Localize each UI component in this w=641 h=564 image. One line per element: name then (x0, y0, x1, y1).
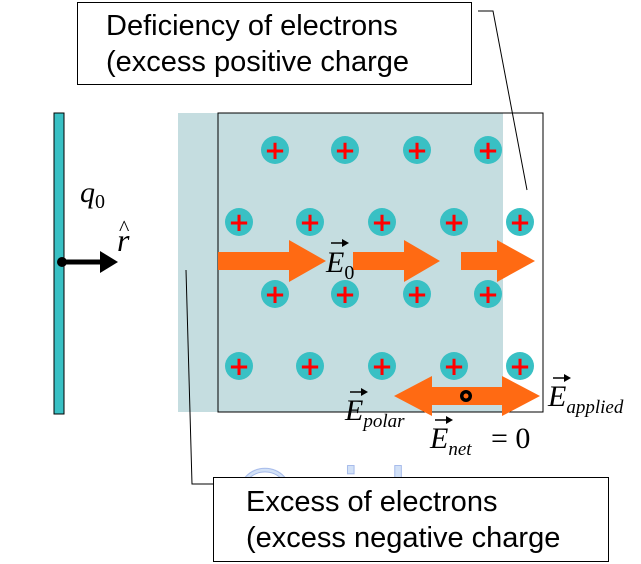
ion-lattice: + + + + + + + + + + + + + + + + + + (225, 136, 534, 382)
positive-ion-sign: + (443, 208, 465, 238)
positive-ion-body (506, 208, 534, 236)
positive-ion-sign: + (443, 352, 465, 382)
field-applied-subscript: applied (566, 397, 623, 418)
field-arrows-e0 (218, 240, 535, 282)
callout-deficiency: Deficiency of electrons (excess positive… (77, 2, 472, 85)
positive-ion-body (474, 280, 502, 308)
positive-ion: + (331, 136, 359, 166)
positive-ion-body (440, 352, 468, 380)
field-polar-vector-tip (361, 388, 368, 396)
field-applied-vector-tip (564, 374, 571, 382)
field-arrow-e0-3 (461, 240, 535, 282)
positive-ion-body (296, 352, 324, 380)
positive-ion-sign: + (334, 136, 356, 166)
positive-ion-body (506, 352, 534, 380)
positive-ion: + (225, 208, 253, 238)
field-e0-vector-tip (342, 239, 349, 247)
positive-ion: + (331, 280, 359, 310)
callout-excess-line2: (excess negative charge (246, 522, 561, 554)
field-polar-symbol: Epolar (344, 394, 405, 432)
field-e0-subscript: 0 (344, 262, 354, 284)
positive-ion-body (474, 136, 502, 164)
positive-ion: + (368, 352, 396, 382)
positive-ion: + (225, 352, 253, 382)
callout-deficiency-line1: Deficiency of electrons (106, 10, 398, 42)
positive-ion-body (403, 136, 431, 164)
charge-label: q0 (80, 176, 105, 213)
positive-ion-body (440, 208, 468, 236)
positive-ion-body (261, 280, 289, 308)
positive-ion-sign: + (406, 280, 428, 310)
field-arrow-polar (394, 376, 466, 416)
field-e0-label: E0 (325, 239, 354, 284)
positive-ion-body (296, 208, 324, 236)
unit-vector-hat: ^ (119, 215, 130, 240)
positive-ion-body (368, 208, 396, 236)
positive-ion-sign: + (228, 352, 250, 382)
positive-ion-body (331, 136, 359, 164)
field-net-label: Enet = 0 (429, 416, 530, 460)
positive-ion: + (261, 136, 289, 166)
positive-ion: + (296, 208, 324, 238)
positive-ion: + (506, 352, 534, 382)
positive-ion-sign: + (264, 136, 286, 166)
field-applied-symbol: Eapplied (547, 380, 624, 418)
field-net-value: = 0 (491, 422, 530, 455)
positive-ion-body (368, 352, 396, 380)
positive-ion: + (474, 280, 502, 310)
positive-ion-body (225, 208, 253, 236)
field-arrow-applied (466, 376, 540, 416)
field-arrow-e0-1 (218, 240, 326, 282)
callout-excess-line1: Excess of electrons (246, 486, 498, 518)
unit-vector-label: r (117, 222, 130, 258)
positive-ion-body (261, 136, 289, 164)
callout-deficiency-line2: (excess positive charge (106, 46, 410, 78)
positive-ion-sign: + (264, 280, 286, 310)
positive-ion-sign: + (509, 208, 531, 238)
positive-ion: + (440, 352, 468, 382)
field-net-vector-tip (446, 416, 453, 424)
field-applied-label: Eapplied (547, 374, 624, 418)
positive-ion-sign: + (477, 280, 499, 310)
positive-ion-sign: + (334, 280, 356, 310)
field-net-symbol: Enet (429, 422, 472, 460)
positive-ion: + (296, 352, 324, 382)
field-e0-symbol: E0 (325, 246, 354, 284)
positive-ion-sign: + (371, 352, 393, 382)
field-polar-subscript: polar (361, 411, 405, 432)
positive-ion-sign: + (406, 136, 428, 166)
positive-ion-sign: + (299, 352, 321, 382)
positive-ion-sign: + (228, 208, 250, 238)
unit-vector-arrowhead (100, 251, 118, 273)
positive-ion-body (403, 280, 431, 308)
positive-ion: + (261, 280, 289, 310)
charge-subscript: 0 (95, 191, 105, 213)
positive-ion-body (225, 352, 253, 380)
positive-ion-sign: + (509, 352, 531, 382)
callout-excess: Excess of electrons (excess negative cha… (213, 477, 609, 562)
positive-ion-sign: + (299, 208, 321, 238)
leader-line-bottom (185, 269, 213, 485)
field-polar-label: Epolar (344, 388, 405, 432)
positive-ion-sign: + (371, 208, 393, 238)
positive-ion: + (368, 208, 396, 238)
positive-ion: + (474, 136, 502, 166)
positive-ion-sign: + (477, 136, 499, 166)
positive-ion: + (403, 280, 431, 310)
positive-ion: + (403, 136, 431, 166)
positive-ion-body (331, 280, 359, 308)
leader-line-top (478, 10, 528, 191)
test-point-center (463, 393, 469, 399)
field-net-subscript: net (448, 439, 472, 460)
positive-ion: + (506, 208, 534, 238)
field-arrow-e0-2 (353, 240, 440, 282)
positive-ion: + (440, 208, 468, 238)
